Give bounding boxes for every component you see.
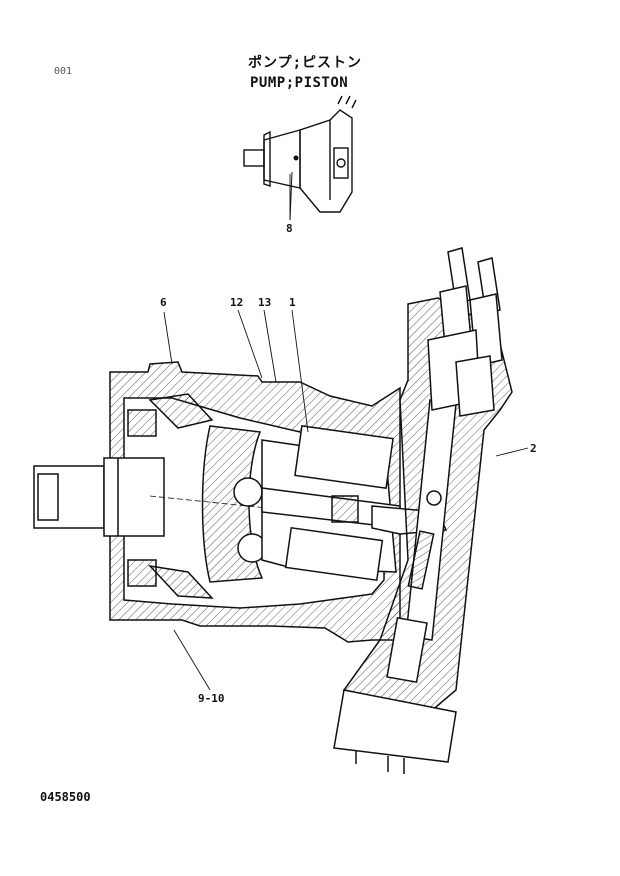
callout-8: 8: [286, 222, 293, 235]
title-english: PUMP;PISTON: [250, 75, 349, 91]
leader-lines: [163, 174, 529, 691]
pump-exterior-view: [243, 95, 357, 221]
callout-13: 13: [258, 296, 271, 309]
callout-12: 12: [230, 296, 243, 309]
callout-2: 2: [530, 442, 537, 455]
regulator-block: [333, 247, 513, 774]
callout-6: 6: [160, 296, 167, 309]
title-japanese: ポンプ;ピストン: [248, 55, 363, 71]
pump-cross-section: [33, 361, 448, 643]
drawing-number: 0458500: [40, 790, 91, 804]
page-code: 001: [54, 66, 73, 77]
callout-9-10: 9-10: [198, 692, 225, 705]
callout-1: 1: [289, 296, 296, 309]
